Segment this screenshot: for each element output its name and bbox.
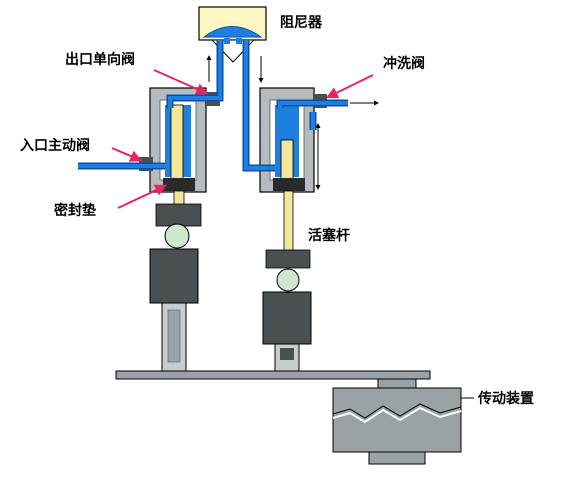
right-crosshead (265, 249, 311, 269)
right-block (262, 291, 312, 345)
right-rod-lower (283, 190, 294, 252)
inlet-active-valve-label: 入口主动阀 (20, 137, 90, 154)
left-pump-head (139, 87, 220, 193)
piston-rod-label: 活塞杆 (308, 227, 350, 244)
outlet-valve-pointer (153, 69, 209, 95)
base-plate (115, 370, 431, 380)
damper (198, 6, 267, 63)
drive-unit (332, 378, 462, 465)
outlet-check-valve-label: 出口单向阀 (65, 51, 135, 68)
flush-valve-pointer (325, 74, 374, 99)
left-crosshead (155, 203, 202, 227)
left-ball (164, 223, 190, 249)
seal-label: 密封垫 (53, 202, 96, 219)
drive-unit-label: 传动装置 (477, 390, 534, 407)
fluid-lines (78, 40, 348, 172)
flush-valve-label: 冲洗阀 (383, 55, 425, 72)
damper-label: 阻尼器 (280, 15, 323, 31)
seal-pointer (117, 184, 168, 209)
left-rod-lower (173, 190, 185, 206)
left-block (149, 248, 199, 304)
right-ball (276, 268, 300, 292)
inlet-valve-pointer (111, 147, 143, 162)
